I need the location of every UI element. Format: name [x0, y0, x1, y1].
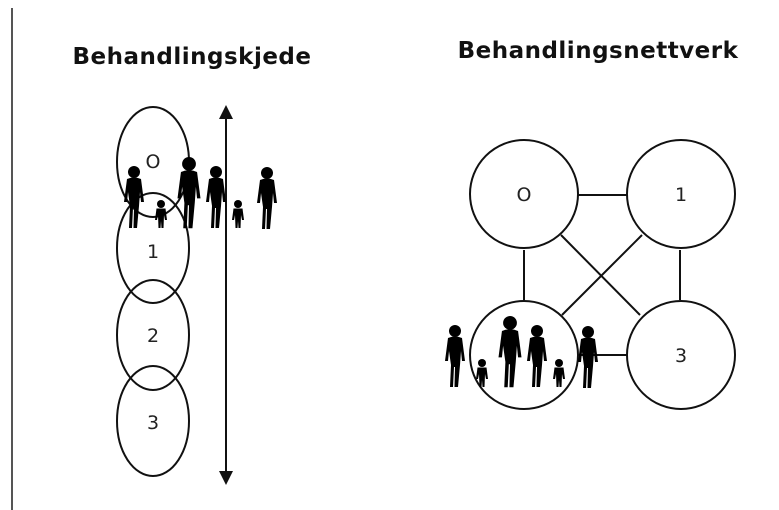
edge-o-3: [560, 234, 641, 316]
network-diagram: Behandlingsnettverk O 1 3: [445, 38, 739, 410]
edge-1-2: [561, 234, 643, 316]
chain-node-1: [116, 192, 190, 304]
chain-node-1-label: 1: [147, 241, 159, 263]
network-node-o-label: O: [517, 184, 532, 206]
network-node-3-label: 3: [675, 345, 687, 367]
network-node-o: [469, 139, 579, 249]
chain-node-3-label: 3: [147, 412, 159, 434]
chain-node-2: [116, 279, 190, 391]
chain-title: Behandlingskjede: [73, 44, 312, 70]
network-node-2: [469, 300, 579, 410]
network-node-3: [626, 300, 736, 410]
network-node-1: [626, 139, 736, 249]
chain-diagram: Behandlingskjede O 1 2 3: [73, 44, 312, 485]
network-node-1-label: 1: [675, 184, 687, 206]
chain-node-3: [116, 365, 190, 477]
network-title: Behandlingsnettverk: [458, 38, 739, 64]
chain-node-2-label: 2: [147, 325, 159, 347]
chain-node-o-label: O: [146, 151, 161, 173]
